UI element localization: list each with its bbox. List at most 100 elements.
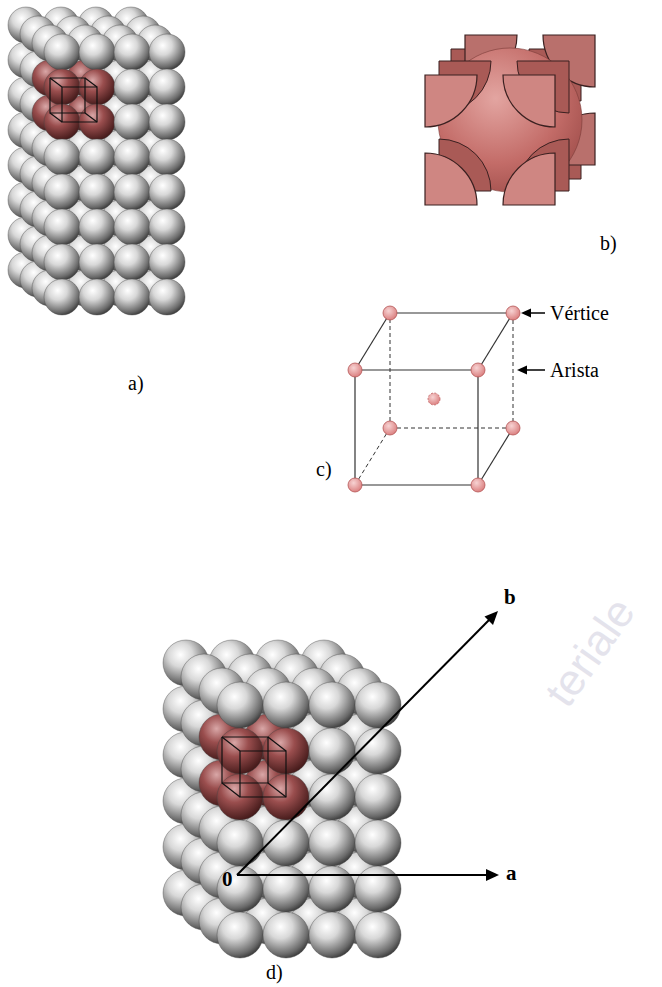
axis-arrowhead: [485, 611, 499, 625]
axis-label: b: [504, 586, 516, 608]
lattice-point: [506, 306, 520, 320]
unit-cell-outline: [85, 113, 97, 122]
cube-edge: [355, 370, 478, 485]
sphere-stack: [163, 640, 401, 958]
leader-line: [530, 312, 545, 314]
panel-label: c): [316, 458, 332, 480]
atom-sphere: [79, 244, 115, 280]
atom-sphere: [309, 682, 355, 728]
lattice-point: [348, 363, 362, 377]
lattice-point: [471, 478, 485, 492]
sphere-stack: [8, 7, 185, 315]
atom-sphere: [355, 728, 401, 774]
unit-cell-outline: [222, 783, 240, 797]
atom-sphere: [44, 209, 80, 245]
atom-sphere: [114, 69, 150, 105]
unit-cell-outline: [85, 78, 97, 87]
unit-cell-outline: [222, 737, 268, 783]
atom-sphere: [114, 174, 150, 210]
panel-label: a): [128, 372, 144, 394]
hidden-edge: [513, 313, 514, 428]
unit-cell-cut: [425, 35, 595, 205]
panel-label: d): [266, 961, 283, 983]
hidden-edge: [390, 428, 513, 429]
watermark: teriale: [536, 589, 644, 715]
panel-label: b): [600, 232, 617, 254]
atom-sphere: [263, 866, 309, 912]
axis-line: [237, 874, 489, 876]
body-center-point: [428, 393, 440, 405]
lattice-cube: [348, 306, 545, 492]
cube-edge: [390, 312, 513, 313]
lattice-point: [471, 363, 485, 377]
atom-sphere: [309, 820, 355, 866]
atom-sphere: [263, 912, 309, 958]
atom-sphere: [217, 912, 263, 958]
atom-sphere: [217, 820, 263, 866]
cube-edge: [478, 428, 513, 485]
leader-arrowhead: [521, 309, 531, 318]
axis-arrowhead: [486, 869, 499, 881]
atom-sphere: [149, 69, 185, 105]
part-label: Vértice: [550, 302, 609, 324]
atom-sphere: [309, 728, 355, 774]
atom-sphere: [149, 279, 185, 315]
unit-cell-outline: [62, 87, 97, 122]
unit-cell-outline: [222, 737, 240, 751]
unit-cell-outline: [240, 751, 286, 797]
atom-sphere: [44, 174, 80, 210]
unit-cell-outline: [50, 78, 62, 87]
atom-sphere: [114, 34, 150, 70]
atom-sphere: [44, 34, 80, 70]
atom-sphere: [44, 139, 80, 175]
atom-sphere: [355, 866, 401, 912]
origin-label: 0: [222, 868, 233, 890]
part-label: Arista: [550, 359, 599, 381]
atom-sphere: [149, 174, 185, 210]
cube-edge: [355, 313, 390, 370]
atom-sphere: [79, 139, 115, 175]
lattice-axes: [237, 611, 499, 881]
atom-sphere: [263, 682, 309, 728]
atom-sphere: [44, 279, 80, 315]
atom-sphere: [149, 34, 185, 70]
atom-sphere: [79, 209, 115, 245]
atom-sphere: [79, 279, 115, 315]
atom-sphere: [114, 244, 150, 280]
corner-atom: [425, 75, 477, 127]
cube-edge: [478, 313, 513, 370]
atom-sphere: [44, 244, 80, 280]
atom-sphere: [114, 279, 150, 315]
atom-sphere: [79, 174, 115, 210]
atom-sphere: [309, 866, 355, 912]
unit-cell-outline: [268, 737, 286, 751]
atom-sphere: [355, 820, 401, 866]
atom-sphere: [149, 244, 185, 280]
atom-sphere: [355, 774, 401, 820]
unit-cell-outline: [50, 78, 85, 113]
corner-atom: [503, 153, 555, 205]
axis-line: [237, 619, 490, 875]
atom-sphere: [149, 104, 185, 140]
unit-cell-outline: [50, 113, 62, 122]
atom-sphere: [149, 139, 185, 175]
lattice-point: [506, 421, 520, 435]
lattice-point: [383, 306, 397, 320]
atom-sphere: [114, 209, 150, 245]
leader-arrowhead: [517, 366, 527, 375]
atom-sphere: [114, 139, 150, 175]
corner-atom: [425, 153, 477, 205]
atom-sphere: [309, 912, 355, 958]
lattice-point: [383, 421, 397, 435]
atom-sphere: [355, 682, 401, 728]
leader-line: [526, 369, 545, 371]
atom-sphere: [217, 682, 263, 728]
atom-sphere: [114, 104, 150, 140]
axis-label: a: [506, 862, 517, 884]
atom-sphere: [309, 774, 355, 820]
hidden-edge: [355, 428, 390, 485]
atom-sphere: [79, 34, 115, 70]
atom-sphere: [149, 209, 185, 245]
